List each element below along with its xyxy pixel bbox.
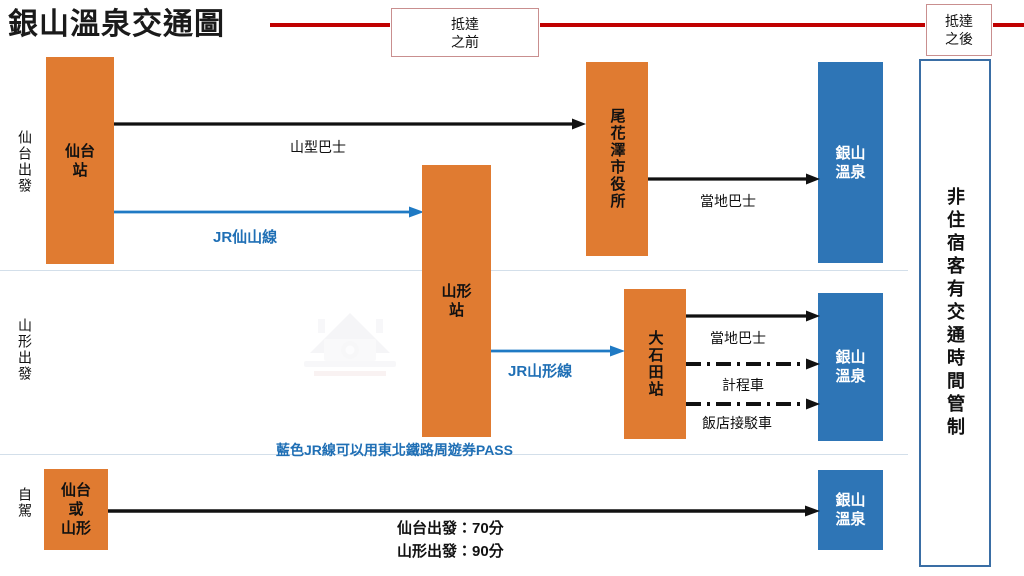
drive-note-from-sendai: 仙台出發：70分	[397, 520, 504, 537]
node-obanazawa-city-hall[interactable]: 尾花澤市役所	[586, 62, 648, 256]
red-rule-left	[270, 23, 390, 27]
node-ginzan-top-line1: 銀山	[835, 144, 866, 162]
node-yamagata-station[interactable]: 山形 站	[422, 165, 491, 437]
edge-obanazawa-to-ginzan	[648, 173, 822, 185]
row-label-sendai: 仙台出發	[17, 130, 33, 194]
red-rule-middle	[540, 23, 925, 27]
red-rule-right	[993, 23, 1024, 27]
edge-sendai-to-yamagata	[114, 206, 426, 218]
jr-pass-note: 藍色JR線可以用東北鐵路周遊券PASS	[276, 442, 513, 458]
node-ginzan-bottom-line2: 溫泉	[835, 511, 866, 528]
node-ginzan-onsen-top[interactable]: 銀山 溫泉	[818, 62, 883, 263]
node-sendai-station-label-line2: 站	[72, 161, 88, 179]
node-obanazawa-label: 尾花澤市役所	[608, 108, 626, 210]
edge-oishida-hotel-shuttle	[686, 398, 822, 410]
node-sendai-station-label-line1: 仙台	[64, 142, 95, 160]
edge-sendai-to-obanazawa	[114, 118, 588, 130]
edge-label-hotel-shuttle: 飯店接駁車	[702, 415, 772, 431]
drive-note-from-yamagata: 山形出發：90分	[397, 543, 504, 560]
phase-badge-after: 抵達 之後	[926, 4, 992, 56]
phase-after-line1: 抵達	[945, 13, 973, 29]
edge-label-jr-senzan-line: JR仙山線	[213, 229, 278, 246]
node-ginzan-top-line2: 溫泉	[835, 163, 866, 181]
row-label-drive: 自駕	[17, 487, 33, 519]
node-yamagata-station-line1: 山形	[441, 283, 472, 300]
node-ginzan-onsen-bottom[interactable]: 銀山 溫泉	[818, 470, 883, 550]
edge-drive-to-ginzan	[108, 505, 822, 517]
node-oishida-station[interactable]: 大石田站	[624, 289, 686, 439]
node-yamagata-station-line2: 站	[448, 302, 464, 319]
divider-row2-row3	[0, 454, 908, 455]
phase-badge-before: 抵達 之前	[391, 8, 539, 57]
phase-before-line2: 之前	[451, 33, 479, 50]
row-label-yamagata: 山形出發	[17, 318, 33, 382]
node-ginzan-onsen-mid[interactable]: 銀山 溫泉	[818, 293, 883, 441]
edge-oishida-taxi	[686, 358, 822, 370]
node-drive-origin-line1: 仙台	[60, 482, 91, 499]
edge-label-local-bus-top: 當地巴士	[700, 193, 756, 209]
node-oishida-label: 大石田站	[646, 330, 664, 398]
node-ginzan-bottom-line1: 銀山	[835, 492, 866, 509]
phase-before-line1: 抵達	[451, 15, 479, 32]
node-sendai-or-yamagata[interactable]: 仙台 或 山形	[44, 469, 108, 550]
side-panel-notice: 非住宿客有交通時間管制	[919, 59, 991, 567]
page-title: 銀山溫泉交通圖	[8, 8, 225, 41]
phase-after-line2: 之後	[945, 31, 973, 47]
edge-label-jr-yamagata-line: JR山形線	[508, 363, 573, 380]
node-ginzan-mid-line1: 銀山	[835, 349, 866, 366]
edge-oishida-local-bus	[686, 310, 822, 322]
edge-yamagata-to-oishida	[491, 345, 627, 357]
edge-label-yamagata-bus: 山型巴士	[290, 139, 346, 155]
edge-label-local-bus-mid: 當地巴士	[710, 330, 766, 346]
node-sendai-station[interactable]: 仙台 站	[46, 57, 114, 264]
edge-label-taxi: 計程車	[722, 377, 764, 393]
side-panel-notice-text: 非住宿客有交通時間管制	[945, 186, 965, 440]
node-drive-origin-line3: 山形	[60, 520, 91, 537]
node-ginzan-mid-line2: 溫泉	[835, 368, 866, 385]
watermark-logo	[300, 305, 400, 380]
node-drive-origin-line2: 或	[68, 501, 84, 518]
